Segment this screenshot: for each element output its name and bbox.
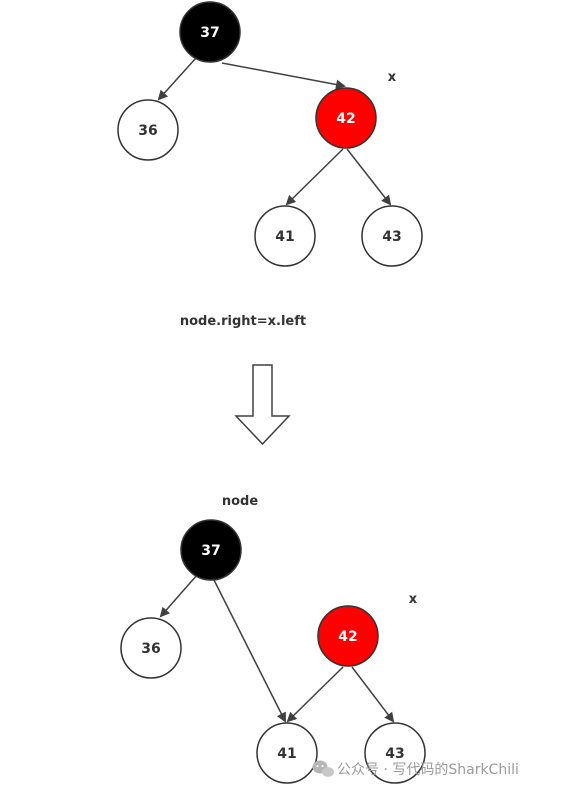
bottom-edge-42-41 bbox=[286, 666, 344, 723]
top-edge-37-36 bbox=[157, 57, 197, 101]
top-edge-42-41 bbox=[285, 148, 344, 206]
top-node-36: 36 bbox=[117, 99, 179, 161]
operation-label: node.right=x.left bbox=[180, 314, 306, 329]
down-arrow-icon bbox=[234, 364, 291, 446]
bottom-tree: node x 37 36 42 41 43 bbox=[120, 494, 426, 784]
top-tree: 37 36 42 41 43 x bbox=[117, 1, 423, 267]
bottom-node-43-label: 43 bbox=[385, 746, 404, 762]
bottom-node-37: 37 bbox=[180, 519, 242, 581]
bottom-node-36: 36 bbox=[120, 617, 182, 679]
bottom-edge-37-41 bbox=[213, 579, 286, 723]
bottom-node-pointer-label: node bbox=[222, 494, 258, 509]
top-edge-42-43 bbox=[346, 148, 392, 206]
bottom-node-36-label: 36 bbox=[141, 641, 160, 657]
bottom-node-41: 41 bbox=[256, 722, 318, 784]
watermark-text: 公众号 · 写代码的SharkChili bbox=[337, 762, 519, 778]
bottom-node-42-label: 42 bbox=[338, 629, 357, 645]
top-node-41: 41 bbox=[254, 205, 316, 267]
top-node-42-label: 42 bbox=[336, 111, 355, 127]
bottom-edge-42-43 bbox=[351, 666, 395, 723]
top-node-36-label: 36 bbox=[138, 123, 157, 139]
top-node-37-label: 37 bbox=[200, 25, 219, 41]
top-node-41-label: 41 bbox=[275, 229, 294, 245]
bottom-node-41-label: 41 bbox=[277, 746, 296, 762]
top-node-43-label: 43 bbox=[382, 229, 401, 245]
bottom-node-37-label: 37 bbox=[201, 543, 220, 559]
bottom-node-42: 42 bbox=[317, 605, 379, 667]
top-node-37: 37 bbox=[179, 1, 241, 63]
bottom-pointer-x-label: x bbox=[409, 592, 418, 607]
watermark: 公众号 · 写代码的SharkChili bbox=[312, 760, 519, 778]
top-node-43: 43 bbox=[361, 205, 423, 267]
bottom-node-43: 43 bbox=[364, 722, 426, 784]
wechat-icon bbox=[312, 760, 334, 777]
top-edge-37-42 bbox=[221, 62, 346, 90]
top-node-42: 42 bbox=[315, 87, 377, 149]
top-pointer-x-label: x bbox=[388, 70, 397, 85]
bottom-edge-37-36 bbox=[159, 574, 198, 618]
